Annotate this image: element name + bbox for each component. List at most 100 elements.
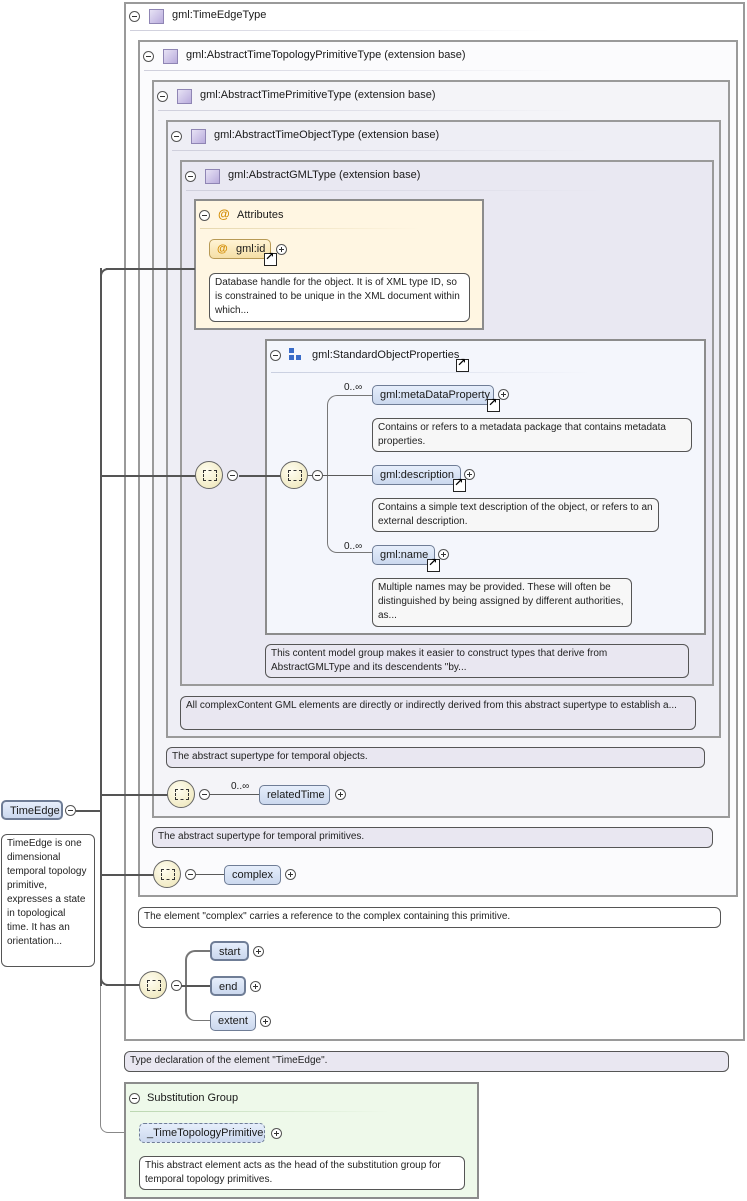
collapse-icon[interactable] (143, 51, 154, 62)
connector-line (239, 475, 281, 477)
reference-arrow-icon[interactable] (264, 250, 277, 266)
connector-line (210, 794, 259, 795)
collapse-icon[interactable] (129, 1093, 140, 1104)
time-topology-primitive-element[interactable]: _TimeTopologyPrimitive (139, 1123, 265, 1143)
expand-icon[interactable] (276, 244, 287, 255)
occurrence-label: 0..∞ (344, 541, 363, 552)
type-declaration-documentation: Type declaration of the element "TimeEdg… (124, 1051, 729, 1072)
description-documentation: Contains a simple text description of th… (372, 498, 659, 532)
gml-name-element[interactable]: gml:name (372, 545, 435, 565)
element-label: complex (232, 869, 273, 881)
expand-icon[interactable] (438, 549, 449, 560)
connector-line (108, 1132, 139, 1133)
sequence-compositor-icon[interactable] (139, 971, 167, 999)
gml-description-element[interactable]: gml:description (372, 465, 461, 485)
connector-line (106, 268, 195, 270)
header-separator (186, 190, 606, 191)
attribute-label: gml:id (236, 243, 266, 255)
collapse-icon[interactable] (270, 350, 281, 361)
reference-arrow-icon[interactable] (427, 556, 440, 572)
gml-metadataproperty-element[interactable]: gml:metaDataProperty (372, 385, 494, 405)
complex-type-icon (163, 49, 178, 64)
name-documentation: Multiple names may be provided. These wi… (372, 578, 632, 627)
expand-icon[interactable] (260, 1016, 271, 1027)
header-separator (172, 150, 592, 151)
header-separator (130, 30, 550, 31)
reference-arrow-icon[interactable] (456, 356, 469, 372)
related-time-element[interactable]: relatedTime (259, 785, 330, 805)
connector-line (196, 874, 224, 875)
collapse-icon[interactable] (129, 11, 140, 22)
element-label: TimeEdge (10, 805, 60, 817)
element-label: gml:name (380, 549, 429, 561)
header-separator (130, 1111, 390, 1112)
connector-line (327, 475, 373, 476)
expand-icon[interactable] (285, 869, 296, 880)
abstract-gml-type-documentation: All complexContent GML elements are dire… (180, 696, 696, 730)
type-label: gml:AbstractTimePrimitiveType (extension… (200, 89, 436, 101)
connector-bracket (327, 395, 373, 553)
sequence-compositor-icon[interactable] (153, 860, 181, 888)
attributes-title: Attributes (237, 209, 284, 221)
sequence-compositor-icon[interactable] (195, 461, 223, 489)
connector-line (100, 986, 101, 1122)
end-element[interactable]: end (210, 976, 246, 996)
complex-type-icon (149, 9, 164, 24)
reference-arrow-icon[interactable] (453, 476, 466, 492)
collapse-icon[interactable] (312, 470, 323, 481)
connector-line (100, 475, 196, 477)
collapse-icon[interactable] (171, 131, 182, 142)
element-label: extent (218, 1015, 248, 1027)
collapse-icon[interactable] (199, 789, 210, 800)
substitution-head-documentation: This abstract element acts as the head o… (139, 1156, 465, 1190)
time-edge-documentation: TimeEdge is one dimensional temporal top… (1, 834, 95, 967)
type-label: gml:AbstractTimeObjectType (extension ba… (214, 129, 440, 141)
sequence-compositor-icon[interactable] (167, 780, 195, 808)
gml-id-attribute[interactable]: @ gml:id (209, 239, 271, 259)
group-icon (289, 348, 303, 362)
collapse-icon[interactable] (227, 470, 238, 481)
connector-corner (100, 1121, 112, 1133)
expand-icon[interactable] (271, 1128, 282, 1139)
complex-type-icon (205, 169, 220, 184)
complex-type-icon (177, 89, 192, 104)
attribute-icon: @ (218, 207, 230, 221)
element-label: start (219, 946, 241, 958)
reference-arrow-icon[interactable] (487, 396, 500, 412)
header-separator (158, 110, 578, 111)
collapse-icon[interactable] (65, 805, 76, 816)
element-label: gml:metaDataProperty (380, 389, 491, 401)
temporal-primitives-documentation: The abstract supertype for temporal prim… (152, 827, 713, 848)
expand-icon[interactable] (464, 469, 475, 480)
collapse-icon[interactable] (199, 210, 210, 221)
expand-icon[interactable] (250, 981, 261, 992)
type-label: gml:AbstractGMLType (extension base) (228, 169, 421, 181)
gml-id-documentation: Database handle for the object. It is of… (209, 273, 470, 322)
collapse-icon[interactable] (185, 171, 196, 182)
occurrence-label: 0..∞ (344, 382, 363, 393)
expand-icon[interactable] (335, 789, 346, 800)
complex-documentation: The element "complex" carries a referenc… (138, 907, 721, 928)
header-separator (200, 228, 420, 229)
element-label: _TimeTopologyPrimitive (147, 1127, 264, 1139)
group-title: gml:StandardObjectProperties (312, 349, 460, 361)
extent-element[interactable]: extent (210, 1011, 256, 1031)
expand-icon[interactable] (253, 946, 264, 957)
element-label: gml:description (380, 469, 454, 481)
header-separator (271, 372, 591, 373)
complex-element[interactable]: complex (224, 865, 281, 885)
sequence-compositor-icon[interactable] (280, 461, 308, 489)
type-label: gml:TimeEdgeType (172, 9, 267, 21)
start-element[interactable]: start (210, 941, 249, 961)
collapse-icon[interactable] (185, 869, 196, 880)
collapse-icon[interactable] (157, 91, 168, 102)
connector-line (100, 874, 154, 876)
expand-icon[interactable] (498, 389, 509, 400)
header-separator (144, 70, 564, 71)
connector-line (106, 984, 140, 986)
time-edge-root-element[interactable]: TimeEdge (1, 800, 63, 820)
element-label: end (219, 981, 238, 993)
temporal-objects-documentation: The abstract supertype for temporal obje… (166, 747, 705, 768)
element-label: relatedTime (267, 789, 325, 801)
type-label: gml:AbstractTimeTopologyPrimitiveType (e… (186, 49, 466, 61)
